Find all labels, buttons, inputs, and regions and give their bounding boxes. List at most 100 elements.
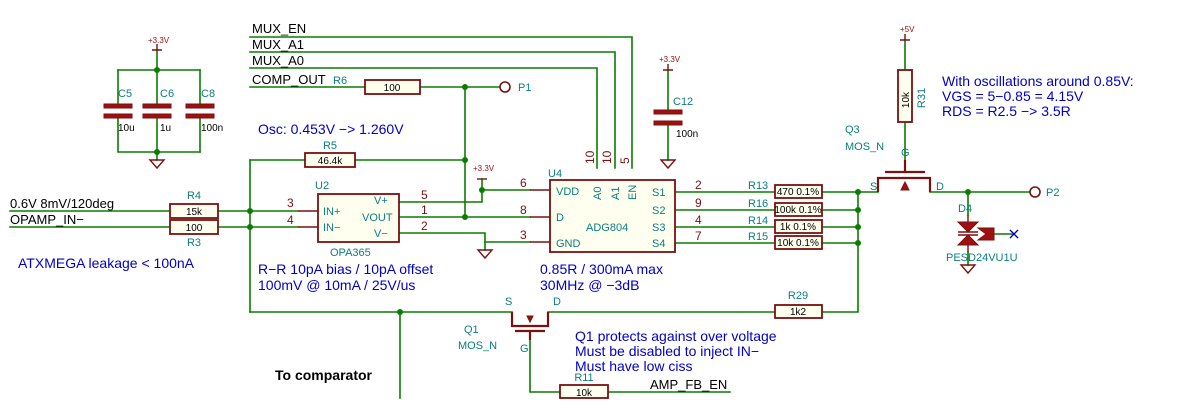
resistor-r16: R16 100k 0.1% (748, 198, 823, 217)
power-3v3-u2: +3.3V (473, 164, 495, 180)
svg-text:4: 4 (695, 213, 702, 227)
mosfet-q3: S D G Q3 MOS_N (845, 124, 944, 193)
net-labels: MUX_EN MUX_A1 MUX_A0 COMP_OUT 0.6V 8mV/1… (10, 21, 727, 392)
notes: Osc: 0.453V −> 1.260V ATXMEGA leakage < … (18, 73, 1134, 383)
svg-text:1u: 1u (160, 123, 171, 134)
svg-text:6: 6 (520, 176, 527, 190)
svg-text:100n: 100n (676, 129, 698, 140)
svg-text:S3: S3 (652, 222, 665, 234)
wires (9, 36, 1031, 399)
svg-text:S1: S1 (652, 187, 665, 199)
svg-text:D: D (556, 212, 564, 224)
net-amp-fb-en: AMP_FB_EN (650, 377, 727, 392)
svg-text:R14: R14 (748, 215, 768, 227)
svg-text:46.4k: 46.4k (318, 156, 343, 167)
svg-text:R29: R29 (788, 290, 808, 302)
capacitor-c12: C12 100n (653, 96, 698, 140)
svg-text:U4: U4 (548, 168, 562, 180)
svg-text:MOS_N: MOS_N (845, 141, 884, 153)
svg-text:ADG804: ADG804 (586, 222, 628, 234)
junctions (154, 67, 971, 315)
net-comp-out: COMP_OUT (252, 72, 326, 87)
resistor-r14: R14 1k 0.1% (748, 215, 823, 234)
net-input-signal: 0.6V 8mV/120deg (10, 196, 114, 211)
resistor-r11: R11 10k (559, 372, 609, 399)
note-q1-2: Must be disabled to inject IN− (575, 343, 759, 359)
power-5v: +5V (900, 25, 915, 41)
svg-text:1k2: 1k2 (790, 307, 807, 318)
svg-text:U2: U2 (315, 180, 329, 192)
svg-text:V−: V− (374, 228, 388, 240)
svg-text:C8: C8 (201, 88, 215, 100)
svg-text:5: 5 (421, 188, 428, 202)
svg-text:D: D (553, 296, 561, 308)
svg-text:GND: GND (556, 238, 581, 250)
note-q3-1: With oscillations around 0.85V: (942, 73, 1134, 89)
resistor-r29: R29 1k2 (774, 290, 823, 319)
note-leakage: ATXMEGA leakage < 100nA (18, 255, 195, 271)
svg-text:Q1: Q1 (464, 324, 479, 336)
svg-text:A0: A0 (592, 187, 604, 200)
note-mux-1: 0.85R / 300mA max (540, 261, 663, 277)
svg-text:S: S (505, 296, 512, 308)
svg-text:3: 3 (520, 228, 527, 242)
svg-text:EN: EN (627, 185, 639, 200)
note-q1-3: Must have low ciss (575, 358, 692, 374)
svg-text:10: 10 (583, 150, 597, 164)
svg-text:10: 10 (600, 150, 614, 164)
mosfet-q1: S D G Q1 MOS_N (458, 296, 561, 355)
power-3v3-caps: +3.3V (148, 36, 170, 51)
mux-u4: U4 ADG804 VDD D GND A0 A1 EN S1 S2 S3 S4… (520, 150, 702, 253)
svg-text:R3: R3 (187, 237, 201, 249)
svg-text:2: 2 (695, 178, 702, 192)
svg-text:+5V: +5V (900, 25, 915, 34)
svg-text:D4: D4 (958, 203, 972, 215)
net-mux-a0: MUX_A0 (252, 53, 304, 68)
svg-text:A1: A1 (610, 187, 622, 200)
svg-text:R31: R31 (916, 88, 928, 108)
svg-text:OPA365: OPA365 (330, 247, 371, 259)
svg-text:MOS_N: MOS_N (458, 340, 497, 352)
svg-text:+3.3V: +3.3V (473, 164, 495, 173)
svg-text:2: 2 (421, 219, 428, 233)
svg-text:P1: P1 (518, 82, 531, 94)
resistor-r15: R15 10k 0.1% (748, 231, 823, 250)
note-rr-1: R−R 10pA bias / 10pA offset (258, 261, 433, 277)
svg-text:7: 7 (695, 229, 702, 243)
diode-d4: D4 PESD24VU1U (946, 203, 1019, 264)
svg-text:C12: C12 (673, 96, 693, 108)
power-3v3-c12: +3.3V (659, 55, 681, 71)
note-rr-2: 100mV @ 10mA / 25V/us (258, 277, 415, 293)
svg-text:5: 5 (618, 157, 632, 164)
resistor-r13: R13 470 0.1% (748, 180, 823, 199)
svg-text:15k: 15k (186, 207, 203, 218)
resistor-r5: R5 46.4k (304, 140, 356, 168)
svg-text:R4: R4 (187, 190, 201, 202)
svg-text:D: D (936, 181, 944, 193)
svg-text:S: S (870, 181, 877, 193)
resistor-r3: 100 R3 (169, 219, 219, 249)
resistor-r4: R4 15k (169, 190, 219, 219)
svg-text:S2: S2 (652, 205, 665, 217)
svg-text:10k: 10k (576, 388, 593, 399)
svg-text:100: 100 (186, 223, 203, 234)
note-q3-3: RDS = R2.5 −> 3.5R (942, 103, 1071, 119)
net-opamp-in: OPAMP_IN− (10, 212, 84, 227)
svg-text:100n: 100n (201, 123, 223, 134)
svg-text:470 0.1%: 470 0.1% (777, 187, 819, 198)
svg-text:10k 0.1%: 10k 0.1% (777, 238, 819, 249)
svg-text:R13: R13 (748, 180, 768, 192)
note-comparator: To comparator (275, 367, 373, 383)
svg-text:P2: P2 (1046, 187, 1059, 199)
svg-text:1k 0.1%: 1k 0.1% (780, 222, 816, 233)
net-mux-a1: MUX_A1 (252, 37, 304, 52)
svg-text:10k: 10k (901, 91, 912, 108)
svg-text:G: G (901, 147, 910, 159)
svg-text:8: 8 (520, 203, 527, 217)
svg-text:V+: V+ (374, 195, 388, 207)
svg-text:100: 100 (384, 83, 401, 94)
port-p2: P2 (1029, 186, 1059, 199)
svg-text:G: G (520, 343, 529, 355)
note-q1-1: Q1 protects against over voltage (575, 328, 777, 344)
